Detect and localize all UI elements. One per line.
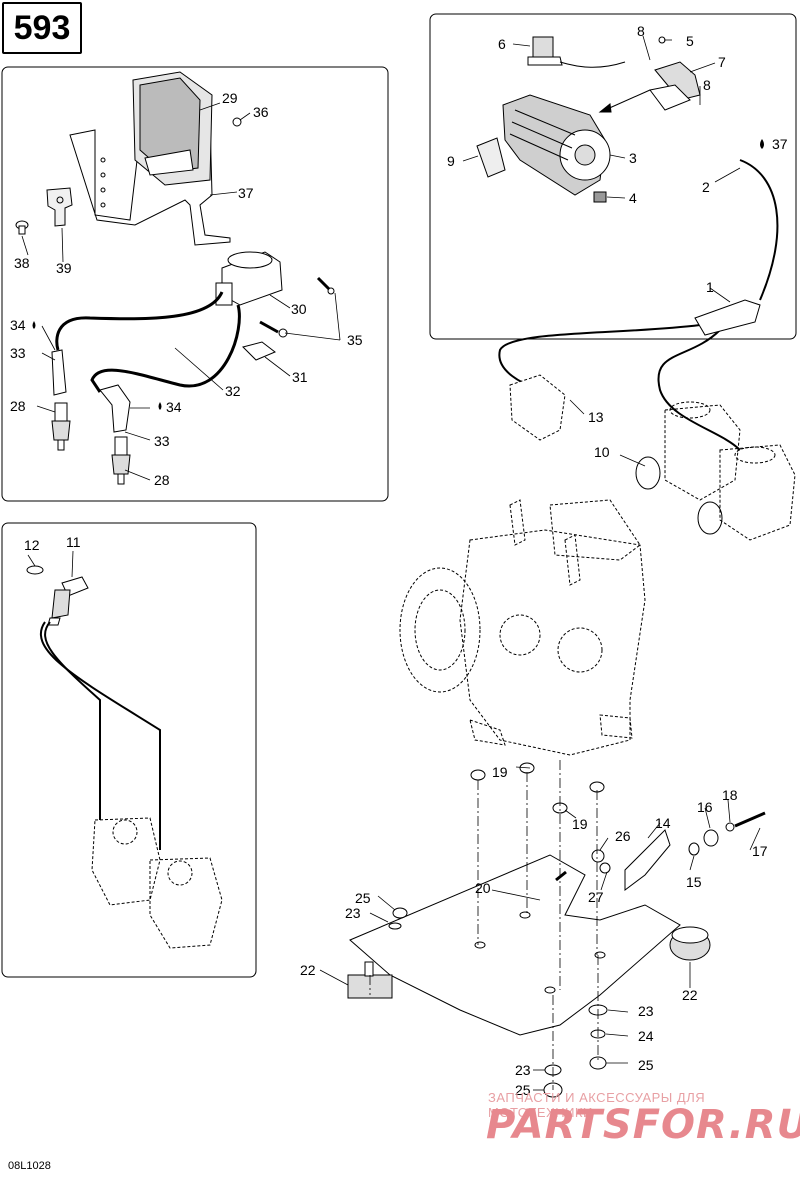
callout-23c: 23 <box>515 1062 531 1078</box>
callout-4: 4 <box>629 190 637 206</box>
callout-26: 26 <box>615 828 631 844</box>
primer-lines <box>39 621 161 850</box>
rubber-mount-22-right <box>669 926 711 961</box>
callout-23b: 23 <box>638 1003 654 1019</box>
callout-6: 6 <box>498 36 506 52</box>
callout-19a: 19 <box>492 764 508 780</box>
callout-18: 18 <box>722 787 738 803</box>
callout-37b: 37 <box>772 136 788 152</box>
cover-9 <box>476 137 506 178</box>
high-tension-leads <box>55 291 241 393</box>
callout-11: 11 <box>66 534 81 550</box>
primer-cable-panel <box>1 522 257 978</box>
callout-37a: 37 <box>238 185 254 201</box>
leader-lines <box>21 35 761 1091</box>
mounting-plate-20 <box>349 854 681 1036</box>
throttle-switch-panel <box>429 13 797 340</box>
callout-labels: 1 2 3 4 5 6 7 8 8 9 10 11 12 13 14 15 16… <box>10 23 788 1098</box>
callout-10: 10 <box>594 444 610 460</box>
spark-plugs <box>51 402 131 485</box>
callout-29: 29 <box>222 90 238 106</box>
callout-20: 20 <box>475 880 491 896</box>
page-number-box: 593 <box>2 2 82 54</box>
screw-4 <box>593 191 607 203</box>
lever-7 <box>649 36 701 111</box>
callout-23a: 23 <box>345 905 361 921</box>
clip-39 <box>46 187 73 227</box>
callout-14: 14 <box>655 815 671 831</box>
callout-36: 36 <box>253 104 269 120</box>
callout-3: 3 <box>629 150 637 166</box>
callout-32: 32 <box>225 383 241 399</box>
callout-39: 39 <box>56 260 72 276</box>
callout-8b: 8 <box>703 77 711 93</box>
callout-28b: 28 <box>154 472 170 488</box>
screw-35 <box>259 276 335 338</box>
callout-25c: 25 <box>515 1082 531 1098</box>
centre-lines <box>369 760 599 1090</box>
callout-33b: 33 <box>154 433 170 449</box>
bracket-14 <box>624 829 671 891</box>
switch-bracket-13 <box>509 374 566 441</box>
callout-27: 27 <box>588 889 604 905</box>
callout-19b: 19 <box>572 816 588 832</box>
page-number: 593 <box>13 8 71 47</box>
callout-34a: 34 <box>10 317 26 333</box>
callout-28a: 28 <box>10 398 26 414</box>
callout-33a: 33 <box>10 345 26 361</box>
watermark-logo: PARTSFOR.RU <box>486 1102 800 1148</box>
primer-carburetors <box>91 817 223 949</box>
spark-plug-caps <box>51 349 131 433</box>
callout-25b: 25 <box>638 1057 654 1073</box>
connector-31 <box>242 341 276 361</box>
callout-9: 9 <box>447 153 455 169</box>
callout-30: 30 <box>291 301 307 317</box>
callout-17: 17 <box>752 843 768 859</box>
switch-6 <box>527 36 626 68</box>
callout-24: 24 <box>638 1028 654 1044</box>
callout-15: 15 <box>686 874 702 890</box>
primer-11 <box>26 565 89 626</box>
washers-and-nuts <box>388 762 766 1098</box>
callout-2: 2 <box>702 179 710 195</box>
callout-16: 16 <box>697 799 713 815</box>
callout-25a: 25 <box>355 890 371 906</box>
throttle-switch-body <box>502 94 611 196</box>
arrow <box>598 89 651 113</box>
callout-38: 38 <box>14 255 30 271</box>
ignition-coil <box>215 251 283 306</box>
watermark-top-text: ЗАПЧАСТИ И АКСЕССУАРЫ ДЛЯ МОТОТЕХНИКИ <box>488 1090 706 1120</box>
ignition-coil-panel <box>1 66 389 502</box>
ignition-bracket <box>69 71 231 246</box>
clamps-10 <box>635 456 723 535</box>
carburetors <box>664 401 796 541</box>
callout-13: 13 <box>588 409 604 425</box>
callout-1: 1 <box>706 279 714 295</box>
nut-36 <box>232 117 242 127</box>
rubber-mount-22-left <box>347 961 393 999</box>
drawing-code: 08L1028 <box>8 1160 51 1172</box>
drop-symbols <box>32 139 764 410</box>
engine-block <box>399 499 646 756</box>
callout-31: 31 <box>292 369 308 385</box>
callout-8a: 8 <box>637 23 645 39</box>
callout-34b: 34 <box>166 399 182 415</box>
callout-22b: 22 <box>682 987 698 1003</box>
callout-5: 5 <box>686 33 694 49</box>
screw-38 <box>15 220 29 235</box>
callout-22a: 22 <box>300 962 316 978</box>
callout-35: 35 <box>347 332 363 348</box>
connector-1 <box>694 299 761 336</box>
callout-12: 12 <box>24 537 40 553</box>
callout-7: 7 <box>718 54 726 70</box>
